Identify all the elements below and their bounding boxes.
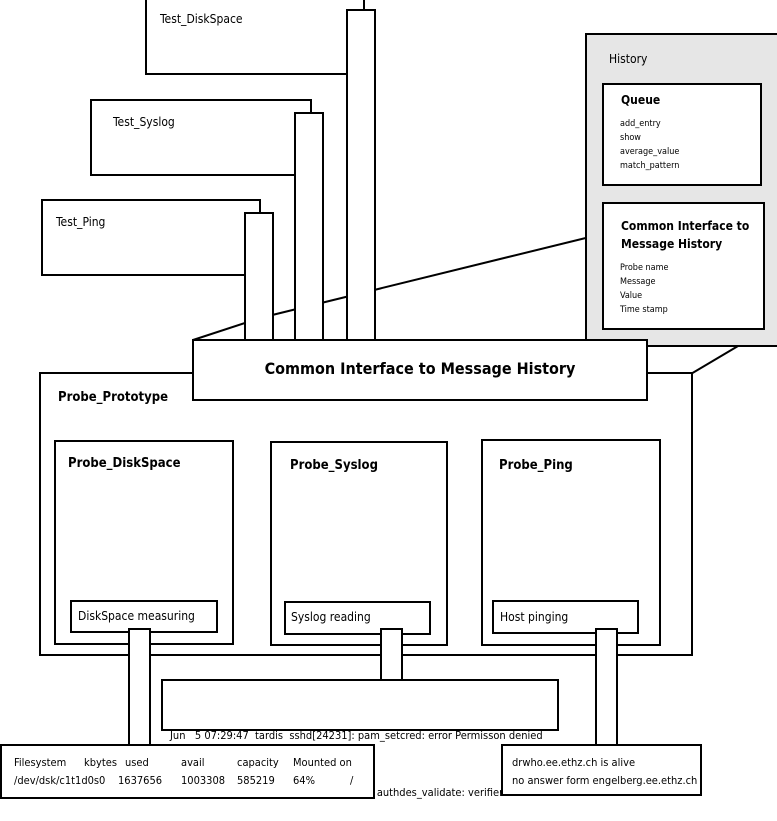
ping-output-connector: [595, 628, 618, 746]
history-interface-title: Common Interface to Message History: [621, 217, 749, 253]
ping-connector: [244, 212, 274, 342]
df-header-used: used: [125, 756, 149, 769]
df-cell-mounted: /: [350, 774, 354, 787]
interface-field: Probe name: [620, 263, 669, 273]
ping-line: drwho.ee.ethz.ch is alive: [512, 756, 636, 769]
test-syslog-label: Test_Syslog: [113, 115, 175, 129]
history-interface-box: [602, 202, 765, 330]
df-cell-used: 1003308: [181, 774, 226, 787]
queue-box: [602, 83, 762, 186]
df-cell-avail: 585219: [237, 774, 275, 787]
syslog-output-connector: [380, 628, 403, 681]
df-header-avail: avail: [181, 756, 205, 769]
syslog-action-label: Syslog reading: [291, 610, 371, 624]
probe-ping-title: Probe_Ping: [499, 458, 573, 473]
common-interface-box: [192, 339, 648, 401]
df-cell-filesystem: /dev/dsk/c1t1d0s0: [14, 774, 106, 787]
queue-method: show: [620, 133, 641, 143]
queue-title: Queue: [621, 93, 661, 107]
ping-action-label: Host pinging: [500, 610, 569, 624]
syslog-output-box: [161, 679, 559, 731]
diskspace-output-connector: [128, 628, 151, 748]
queue-method: match_pattern: [620, 161, 680, 171]
test-diskspace-label: Test_DiskSpace: [160, 12, 243, 26]
df-header-capacity: capacity: [237, 756, 279, 769]
queue-method: add_entry: [620, 119, 661, 129]
test-ping-box: [41, 199, 261, 276]
interface-field: Value: [620, 291, 643, 301]
interface-field: Message: [620, 277, 656, 287]
df-cell-capacity: 64%: [293, 774, 315, 787]
history-title: History: [609, 52, 648, 66]
probe-syslog-title: Probe_Syslog: [290, 458, 378, 473]
df-header-kbytes: kbytes: [84, 756, 117, 769]
ping-line: no answer form engelberg.ee.ethz.ch: [512, 774, 698, 787]
test-ping-label: Test_Ping: [56, 215, 106, 229]
disk-connector: [346, 9, 376, 342]
df-output-box: [0, 744, 375, 799]
probe-diskspace-title: Probe_DiskSpace: [68, 456, 181, 471]
syslog-line: Jun 5 07:29:47 tardis sshd[24231]: pam_s…: [170, 729, 543, 742]
syslog-action-box: [284, 601, 431, 635]
ping-output-lines: drwho.ee.ethz.ch is alive no answer form…: [512, 754, 697, 790]
history-interface-title-line: Common Interface to: [621, 219, 750, 233]
queue-methods: add_entry show average_value match_patte…: [620, 117, 679, 173]
history-interface-title-line: Message History: [621, 237, 723, 251]
diskspace-action-label: DiskSpace measuring: [78, 609, 195, 623]
test-diskspace-box: [145, 0, 365, 75]
df-header-mounted: Mounted on: [293, 756, 352, 769]
df-header-filesystem: Filesystem: [14, 756, 67, 769]
history-interface-fields: Probe name Message Value Time stamp: [620, 261, 668, 317]
syslog-connector: [294, 112, 324, 342]
queue-method: average_value: [620, 147, 680, 157]
df-cell-kbytes: 1637656: [118, 774, 163, 787]
test-syslog-box: [90, 99, 312, 176]
common-interface-label: Common Interface to Message History: [264, 359, 576, 378]
ping-output-box: [501, 744, 702, 796]
probe-prototype-title: Probe_Prototype: [58, 390, 169, 405]
interface-field: Time stamp: [620, 305, 668, 315]
